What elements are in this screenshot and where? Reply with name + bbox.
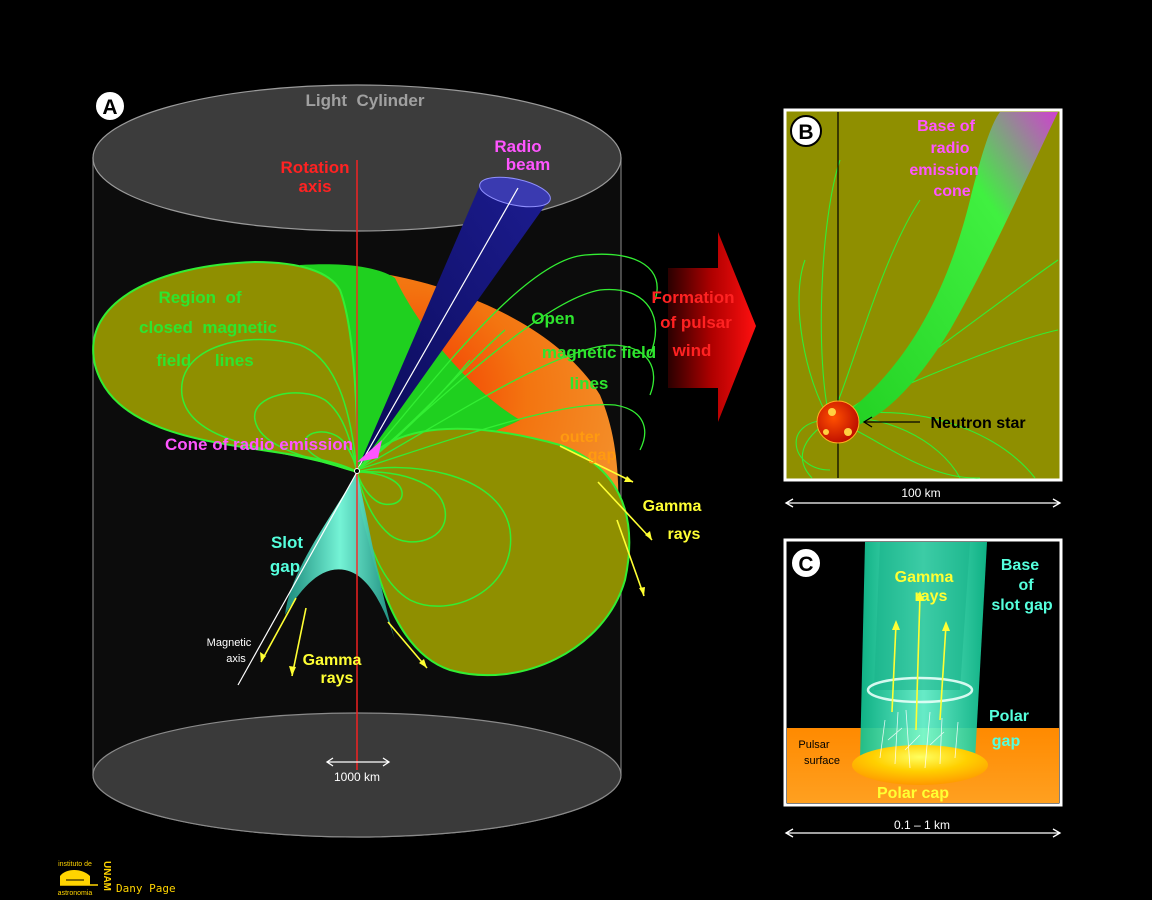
wind-label-3: wind — [672, 341, 712, 360]
open-field-lines — [356, 253, 658, 471]
base-slot-label-1: Base — [1001, 557, 1039, 574]
slot-gap-base-ring — [866, 676, 974, 704]
base-slot-label-3: slot gap — [991, 597, 1053, 614]
panel-b — [783, 108, 1063, 508]
gamma-c-label-2: rays — [915, 588, 948, 605]
polar-gap-label-2: gap — [992, 733, 1021, 750]
polar-cap — [852, 745, 988, 785]
magnetic-axis-upper — [356, 187, 519, 471]
closed-region-label-2: closed magnetic — [139, 318, 277, 337]
panel-c-letter: C — [798, 553, 813, 576]
unam-logo — [60, 870, 98, 886]
pulsar-surface-label-2: surface — [804, 755, 840, 767]
panel-c — [783, 538, 1063, 838]
base-cone-label-3: emission — [909, 162, 978, 179]
credit: Dany Page — [116, 882, 176, 895]
scale-a-label: 1000 km — [334, 770, 380, 784]
gamma-rays-c — [891, 594, 947, 731]
polar-gap-label-1: Polar — [989, 708, 1029, 725]
neutron-star-hotspots — [823, 408, 852, 436]
neutron-star-pointer — [862, 416, 920, 428]
open-lines-label-1: Open — [531, 309, 574, 328]
radio-beam — [357, 185, 549, 470]
radio-beam-label-1: Radio — [494, 137, 541, 156]
neutron-star-label: Neutron star — [930, 415, 1025, 432]
gamma-c-label-1: Gamma — [895, 569, 954, 586]
outer-gap-label-1: outer — [560, 429, 600, 446]
gamma-arrowheads-c — [892, 591, 950, 631]
open-lines-label-2: magnetic field — [542, 343, 656, 362]
labels: A Light Cylinder Rotation axis Radio bea… — [58, 91, 1053, 897]
polar-gap-sparks — [879, 709, 959, 769]
rotation-axis-label-2: axis — [298, 177, 331, 196]
logo-text-2: astronomia — [58, 890, 93, 897]
closed-field-lobe-lower — [355, 427, 631, 677]
magnetic-axis-lower — [237, 471, 358, 686]
gamma-bottom-label-1: Gamma — [303, 652, 362, 669]
panel-c-letter-badge — [790, 547, 822, 579]
base-cone-label-2: radio — [930, 140, 969, 157]
closed-field-lobe-upper — [92, 260, 359, 474]
panel-a — [92, 84, 658, 838]
closed-region-label-3: field lines — [156, 351, 253, 370]
gamma-bottom-label-2: rays — [321, 670, 354, 687]
open-lines-label-3: lines — [570, 374, 609, 393]
scale-b-label: 100 km — [901, 486, 940, 500]
radio-emission-cone — [357, 440, 382, 462]
pulsar-surface-label-1: Pulsar — [798, 739, 830, 751]
wind-label-2: of pulsar — [660, 313, 732, 332]
pulsar-wind-arrow — [668, 232, 756, 422]
radio-emission-cone-b — [838, 112, 1058, 429]
closed-region-label-1: Region of — [158, 288, 241, 307]
slot-gap-label-2: gap — [270, 557, 300, 576]
gamma-rays-a — [260, 445, 653, 677]
slot-gap-surface — [285, 472, 395, 640]
radio-beam-label-2: beam — [506, 155, 550, 174]
gamma-arrowheads-a — [260, 476, 652, 676]
gamma-right-label-2: rays — [668, 526, 701, 543]
radio-beam-cap — [479, 176, 551, 208]
scale-b — [784, 498, 1062, 508]
wind-label-1: Formation — [651, 288, 734, 307]
base-cone-label-1: Base of — [917, 118, 975, 135]
base-slot-label-2: of — [1018, 577, 1034, 594]
scale-a — [325, 757, 391, 767]
panel-b-letter-badge — [790, 115, 822, 147]
gamma-right-label-1: Gamma — [643, 498, 702, 515]
logo-text-3: UNAM — [101, 861, 112, 891]
magnetic-axis-label-2: axis — [226, 653, 246, 665]
scale-c — [784, 828, 1062, 838]
panel-a-letter-badge — [94, 90, 126, 122]
outer-gap-label-2: gap — [588, 447, 617, 464]
neutron-star — [816, 400, 860, 444]
light-cylinder-label: Light Cylinder — [306, 91, 425, 110]
panel-a-letter: A — [102, 96, 117, 119]
logo-text-1: instituto de — [58, 861, 92, 868]
base-cone-label-4: cone — [933, 183, 970, 200]
panel-b-letter: B — [798, 121, 813, 144]
cone-radio-label: Cone of radio emission — [165, 435, 353, 454]
scale-c-label: 0.1 – 1 km — [894, 818, 950, 832]
magnetic-axis-label-1: Magnetic — [207, 637, 252, 649]
polar-cap-label: Polar cap — [877, 785, 949, 802]
slot-gap-label-1: Slot — [271, 533, 303, 552]
rotation-axis-label-1: Rotation — [281, 158, 350, 177]
